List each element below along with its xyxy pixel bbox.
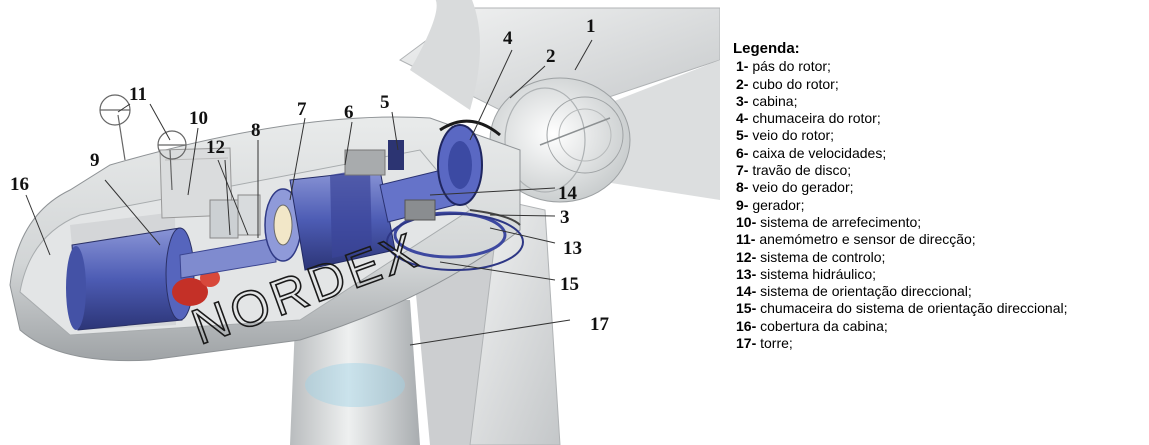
legend-item-text: cubo do rotor;	[748, 76, 838, 92]
callout-17: 17	[590, 314, 610, 335]
legend-item-text: veio do rotor;	[748, 127, 834, 143]
legend-item-text: sistema de controlo;	[756, 249, 885, 265]
legend-item-text: chumaceira do rotor;	[748, 110, 880, 126]
legend-item: 12- sistema de controlo;	[733, 249, 1145, 266]
legend-item-number: 9-	[736, 197, 748, 213]
callout-15: 15	[560, 274, 579, 295]
legend-item-text: sistema de arrefecimento;	[756, 214, 921, 230]
callout-14: 14	[558, 183, 578, 204]
legend-item-text: veio do gerador;	[748, 179, 853, 195]
legend-item-number: 10-	[736, 214, 756, 230]
legend-item-number: 15-	[736, 300, 756, 316]
legend-item-text: cobertura da cabina;	[756, 318, 888, 334]
legend-item: 8- veio do gerador;	[733, 179, 1145, 196]
legend-item-text: pás do rotor;	[748, 58, 831, 74]
legend-item-number: 1-	[736, 58, 748, 74]
legend-item-number: 6-	[736, 145, 748, 161]
legend-item-number: 7-	[736, 162, 748, 178]
legend-item-number: 14-	[736, 283, 756, 299]
legend-item-number: 16-	[736, 318, 756, 334]
legend-item: 17- torre;	[733, 335, 1145, 352]
legend-item-text: travão de disco;	[748, 162, 851, 178]
legend-item: 1- pás do rotor;	[733, 58, 1145, 75]
legend: Legenda: 1- pás do rotor;2- cubo do roto…	[733, 40, 1145, 352]
legend-item-number: 5-	[736, 127, 748, 143]
legend-item: 14- sistema de orientação direccional;	[733, 283, 1145, 300]
legend-item-text: caixa de velocidades;	[748, 145, 886, 161]
legend-item-number: 13-	[736, 266, 756, 282]
legend-item: 4- chumaceira do rotor;	[733, 110, 1145, 127]
callout-6: 6	[344, 102, 354, 123]
nacelle-cutaway-illustration: NORDEX 1 2 3 4 5 6 7 8 9 10 11 12 13	[0, 0, 720, 445]
callout-4: 4	[503, 28, 513, 49]
legend-title: Legenda:	[733, 40, 1145, 57]
callout-12: 12	[206, 137, 225, 158]
callout-11: 11	[129, 84, 147, 105]
legend-item: 16- cobertura da cabina;	[733, 318, 1145, 335]
legend-item-text: sistema hidráulico;	[756, 266, 876, 282]
legend-item-number: 17-	[736, 335, 756, 351]
legend-item-number: 12-	[736, 249, 756, 265]
legend-item-number: 4-	[736, 110, 748, 126]
legend-item-text: gerador;	[748, 197, 804, 213]
callout-7: 7	[297, 99, 307, 120]
legend-item-number: 2-	[736, 76, 748, 92]
legend-item: 11- anemómetro e sensor de direcção;	[733, 231, 1145, 248]
legend-item-text: chumaceira do sistema de orientação dire…	[756, 300, 1067, 316]
legend-item: 2- cubo do rotor;	[733, 76, 1145, 93]
legend-item: 13- sistema hidráulico;	[733, 266, 1145, 283]
legend-item-text: torre;	[756, 335, 793, 351]
callout-5: 5	[380, 92, 390, 113]
legend-item-text: sistema de orientação direccional;	[756, 283, 972, 299]
legend-item-number: 8-	[736, 179, 748, 195]
legend-item-number: 11-	[736, 231, 755, 247]
callout-8: 8	[251, 120, 261, 141]
legend-list: 1- pás do rotor;2- cubo do rotor;3- cabi…	[733, 58, 1145, 352]
legend-item: 5- veio do rotor;	[733, 127, 1145, 144]
legend-item: 6- caixa de velocidades;	[733, 145, 1145, 162]
legend-item: 7- travão de disco;	[733, 162, 1145, 179]
legend-item: 10- sistema de arrefecimento;	[733, 214, 1145, 231]
callout-16: 16	[10, 174, 29, 195]
legend-item-text: cabina;	[748, 93, 797, 109]
legend-item: 9- gerador;	[733, 197, 1145, 214]
legend-item-number: 3-	[736, 93, 748, 109]
legend-item: 15- chumaceira do sistema de orientação …	[733, 300, 1145, 317]
callout-9: 9	[90, 150, 100, 171]
legend-item: 3- cabina;	[733, 93, 1145, 110]
callout-3: 3	[560, 207, 570, 228]
callout-13: 13	[563, 238, 582, 259]
legend-item-text: anemómetro e sensor de direcção;	[755, 231, 975, 247]
callout-2: 2	[546, 46, 556, 67]
callout-10: 10	[189, 108, 208, 129]
callout-1: 1	[586, 16, 596, 37]
generator	[66, 228, 194, 330]
